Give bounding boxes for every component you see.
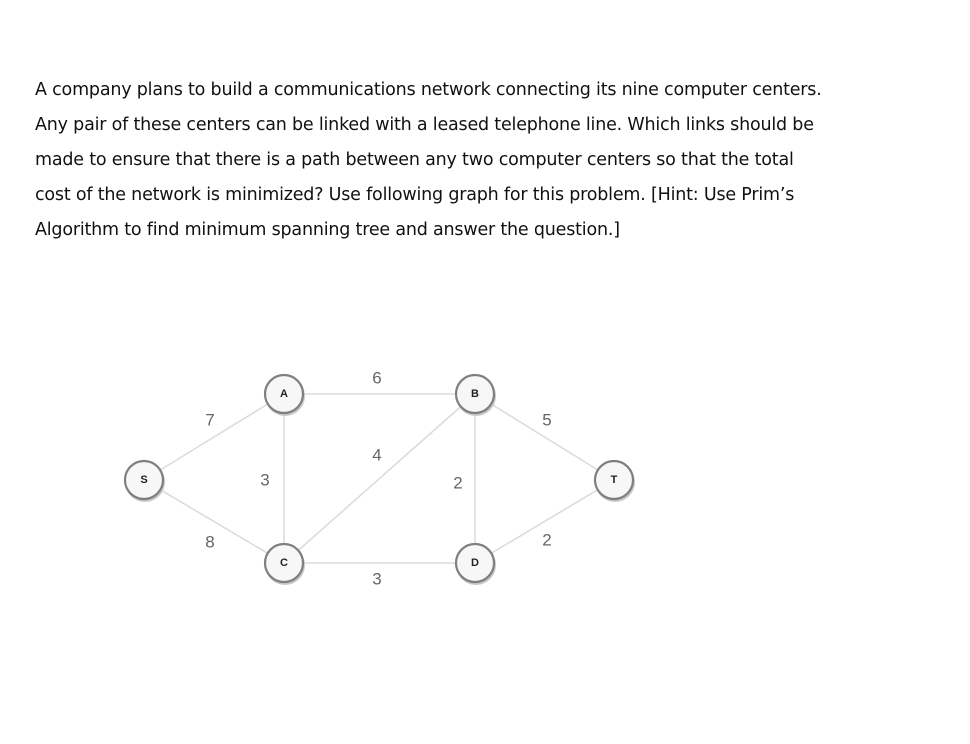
edge-s-a [143,393,285,481]
problem-line: made to ensure that there is a path betw… [35,150,794,170]
node-label-b: B [471,388,479,400]
node-d: D [454,542,496,585]
problem-line: cost of the network is minimized? Use fo… [35,185,795,205]
node-circle [454,373,496,415]
node-circle [263,373,305,415]
node-circle [123,459,165,501]
edge-weight-b-t: 5 [542,411,551,430]
node-label-t: T [611,474,618,486]
node-label-d: D [471,557,479,569]
node-s: S [123,459,165,502]
edge-d-t [474,479,615,564]
edges-layer [143,393,615,564]
problem-line: A company plans to build a communication… [35,80,822,100]
node-a: A [263,373,305,416]
edge-weight-a-c: 3 [260,471,269,490]
node-b: B [454,373,496,416]
node-c: C [263,542,305,585]
problem-line: Algorithm to find minimum spanning tree … [35,220,620,240]
node-label-a: A [280,388,288,400]
edge-weight-s-a: 7 [205,411,214,430]
node-circle [263,542,305,584]
node-circle [593,459,635,501]
nodes-layer: S A C B D T [123,373,635,585]
edge-weight-d-t: 2 [542,531,551,550]
edge-weight-c-d: 3 [372,570,381,589]
node-label-s: S [140,474,147,486]
edge-weight-c-b: 4 [372,446,381,465]
problem-line: Any pair of these centers can be linked … [35,115,814,135]
edge-weight-a-b: 6 [372,369,381,388]
weights-layer: 7 8 6 3 4 3 2 5 2 [205,369,551,589]
node-t: T [593,459,635,502]
node-circle [454,542,496,584]
edge-s-c [143,479,285,564]
edge-b-t [474,393,615,481]
node-label-c: C [280,557,288,569]
problem-statement: A company plans to build a communication… [35,73,960,248]
edge-weight-b-d: 2 [453,474,462,493]
edge-weight-s-c: 8 [205,533,214,552]
edge-c-b [283,393,476,564]
